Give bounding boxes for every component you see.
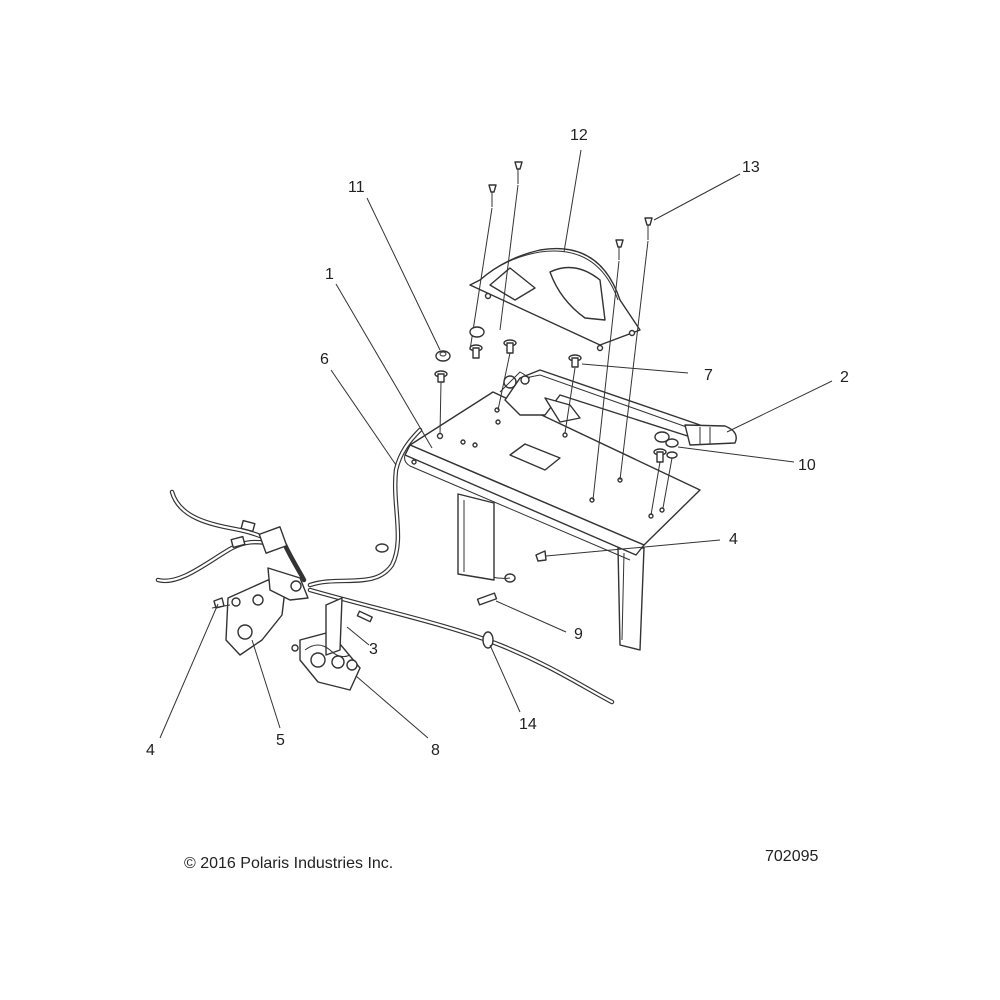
flange-nut — [665, 438, 679, 448]
bolt — [650, 448, 667, 516]
screw — [488, 184, 497, 207]
callout-8: 8 — [431, 742, 440, 759]
callout-3: 3 — [369, 641, 378, 658]
callout-10: 10 — [798, 457, 816, 474]
callout-12: 12 — [570, 127, 588, 144]
parking-brake-lever — [499, 369, 737, 446]
flange-nut — [469, 326, 485, 338]
fasteners — [213, 326, 679, 623]
lever-boot-cover — [469, 247, 641, 352]
callout-5: 5 — [276, 732, 285, 749]
leader-lines — [159, 149, 833, 739]
callout-4-right: 4 — [729, 531, 738, 548]
diagram-number: 702095 — [765, 848, 819, 865]
callout-13: 13 — [742, 159, 760, 176]
brake-switch-assembly — [291, 597, 361, 691]
mounting-plate — [404, 391, 701, 651]
screws — [469, 161, 653, 501]
callout-6: 6 — [320, 351, 329, 368]
callout-2: 2 — [840, 369, 849, 386]
copyright-notice: © 2016 Polaris Industries Inc. — [184, 855, 394, 872]
callout-7: 7 — [704, 367, 713, 384]
bolt — [497, 339, 517, 411]
bolt — [469, 344, 483, 359]
bolt — [434, 370, 448, 435]
bolt — [564, 354, 582, 434]
callout-14: 14 — [519, 716, 537, 733]
screw — [514, 161, 523, 184]
screw — [535, 550, 547, 562]
bolt — [356, 610, 373, 623]
flange-nut — [654, 431, 670, 443]
bolt — [662, 451, 678, 509]
screw — [644, 217, 653, 240]
callout-4-left: 4 — [146, 742, 155, 759]
screw — [615, 239, 624, 260]
callout-9: 9 — [574, 626, 583, 643]
brake-cable-assembly — [155, 427, 615, 705]
callout-11: 11 — [348, 179, 365, 196]
callout-labels: 1 2 3 4 4 5 6 7 8 9 10 11 12 13 14 — [146, 127, 849, 759]
cable-bracket — [211, 567, 309, 656]
callout-1: 1 — [325, 266, 334, 283]
bolt — [476, 592, 498, 606]
flange-nut — [435, 350, 451, 362]
